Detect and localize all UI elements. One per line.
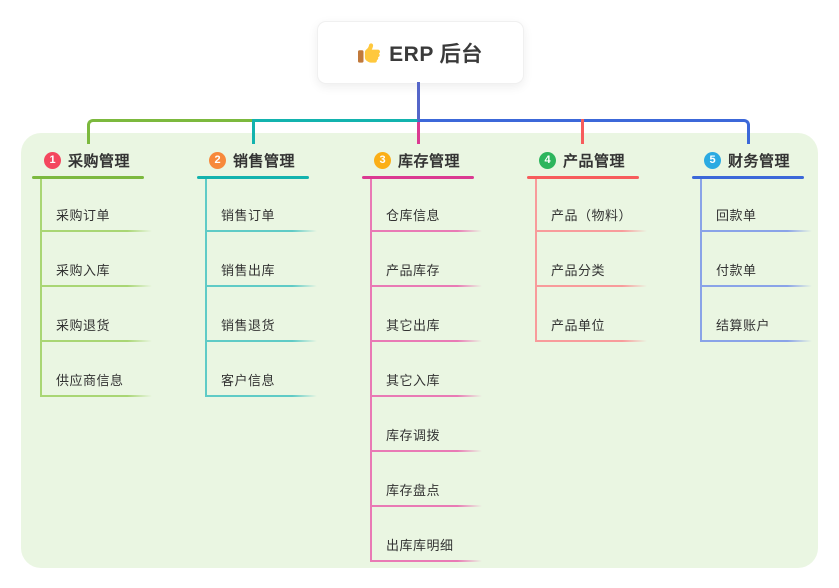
child-node[interactable]: 仓库信息 (386, 208, 441, 223)
thumbs-up-icon (358, 42, 381, 63)
branch-spine-line (700, 179, 702, 342)
child-node[interactable]: 产品分类 (551, 263, 606, 278)
branch-spine-line (535, 179, 537, 342)
child-node[interactable]: 客户信息 (221, 373, 276, 388)
branch-number-badge: 5 (704, 151, 721, 169)
child-node[interactable]: 付款单 (716, 263, 757, 278)
child-underline (700, 285, 812, 287)
child-node[interactable]: 销售退货 (221, 318, 276, 333)
branch-number-badge: 1 (44, 151, 61, 169)
child-underline (370, 340, 482, 342)
child-underline (205, 395, 317, 397)
branch-number-badge: 3 (374, 151, 391, 169)
branch-spine-line (370, 179, 372, 562)
branch-label: 采购管理 (68, 152, 131, 170)
child-underline (700, 230, 812, 232)
child-underline (40, 285, 152, 287)
child-underline (370, 230, 482, 232)
child-underline (40, 340, 152, 342)
child-node[interactable]: 销售订单 (221, 208, 276, 223)
branch-node-5[interactable]: 5 财务管理 (704, 150, 790, 170)
child-node[interactable]: 采购退货 (56, 318, 111, 333)
child-node[interactable]: 出库库明细 (386, 538, 454, 553)
branch-label: 产品管理 (563, 152, 626, 170)
child-node[interactable]: 供应商信息 (56, 373, 124, 388)
child-node[interactable]: 采购入库 (56, 263, 111, 278)
branch-node-4[interactable]: 4 产品管理 (539, 150, 625, 170)
child-node[interactable]: 产品库存 (386, 263, 441, 278)
child-underline (535, 285, 647, 287)
child-underline (535, 340, 647, 342)
branch-underline (32, 176, 144, 179)
branch-underline (362, 176, 474, 179)
connector-elbow-branch-2 (252, 119, 419, 144)
child-node[interactable]: 产品单位 (551, 318, 606, 333)
child-node[interactable]: 其它入库 (386, 373, 441, 388)
branch-spine-line (40, 179, 42, 397)
branch-label: 销售管理 (233, 152, 296, 170)
connector-root-line (417, 82, 420, 121)
root-title: ERP 后台 (389, 42, 483, 66)
branch-underline (527, 176, 639, 179)
child-underline (40, 230, 152, 232)
child-node[interactable]: 结算账户 (716, 318, 771, 333)
branch-node-1[interactable]: 1 采购管理 (44, 150, 130, 170)
child-node[interactable]: 产品（物料） (551, 208, 633, 223)
child-node[interactable]: 销售出库 (221, 263, 276, 278)
connector-elbow-branch-1 (87, 119, 253, 144)
child-underline (700, 340, 812, 342)
child-node[interactable]: 库存盘点 (386, 483, 441, 498)
child-underline (370, 285, 482, 287)
child-underline (370, 505, 482, 507)
branch-label: 财务管理 (728, 152, 791, 170)
mindmap-background-panel (21, 133, 818, 568)
child-node[interactable]: 回款单 (716, 208, 757, 223)
branch-spine-line (205, 179, 207, 397)
branch-underline (197, 176, 309, 179)
branch-number-badge: 4 (539, 151, 556, 169)
child-underline (205, 230, 317, 232)
branch-label: 库存管理 (398, 152, 461, 170)
child-node[interactable]: 采购订单 (56, 208, 111, 223)
root-node[interactable]: ERP 后台 (317, 21, 524, 84)
branch-number-badge: 2 (209, 151, 226, 169)
child-underline (40, 395, 152, 397)
child-underline (205, 285, 317, 287)
child-underline (370, 395, 482, 397)
child-underline (205, 340, 317, 342)
child-underline (370, 450, 482, 452)
child-underline (370, 560, 482, 562)
child-underline (535, 230, 647, 232)
branch-underline (692, 176, 804, 179)
child-node[interactable]: 其它出库 (386, 318, 441, 333)
child-node[interactable]: 库存调拨 (386, 428, 441, 443)
branch-node-2[interactable]: 2 销售管理 (209, 150, 295, 170)
connector-drop-branch-4 (581, 119, 584, 144)
branch-node-3[interactable]: 3 库存管理 (374, 150, 460, 170)
connector-elbow-branch-5 (418, 119, 750, 144)
connector-drop-branch-3 (417, 122, 420, 144)
